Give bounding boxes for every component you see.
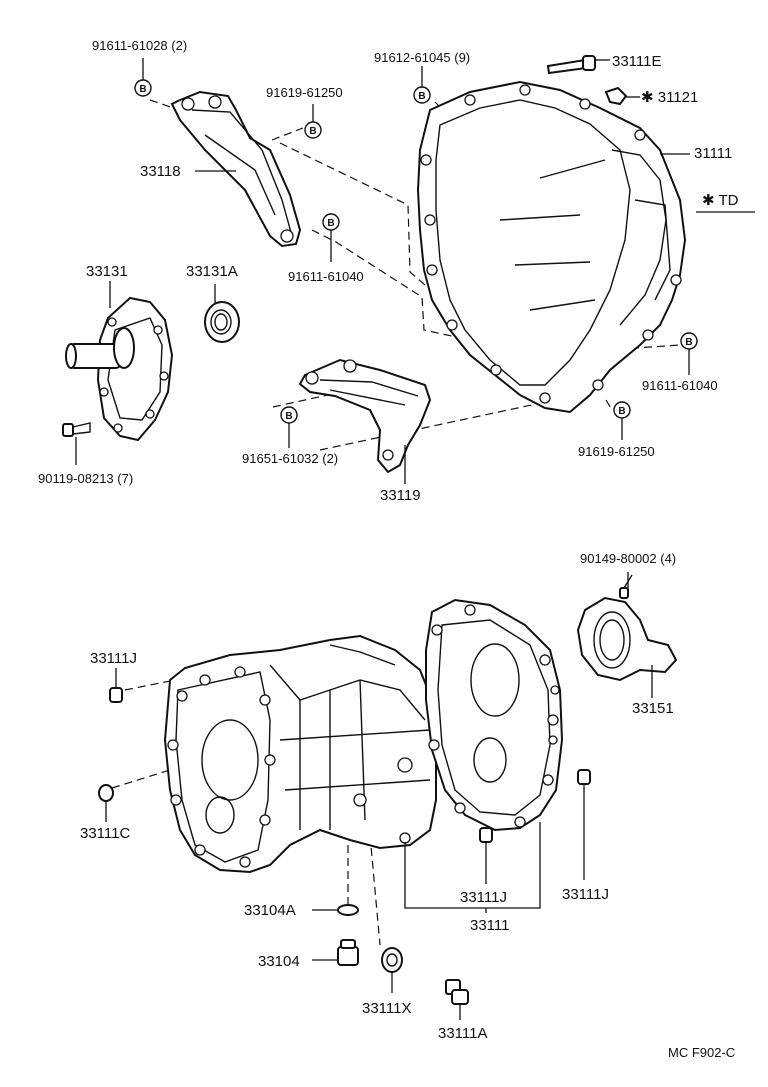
svg-text:B: B <box>418 91 425 102</box>
svg-text:B: B <box>139 84 146 95</box>
label-91651-61032: 91651-61032 (2) <box>242 451 338 466</box>
leader-lines-top <box>109 58 755 484</box>
svg-text:B: B <box>618 406 625 417</box>
bracket-33119 <box>298 358 432 474</box>
label-td: ✱ TD <box>702 192 739 209</box>
washer-33104a <box>337 904 359 916</box>
pin-33111j-mid <box>479 827 493 843</box>
cover-33131 <box>65 296 174 442</box>
label-33131: 33131 <box>86 263 128 280</box>
label-91611-61028: 91611-61028 (2) <box>92 38 187 53</box>
label-33104: 33104 <box>258 953 300 970</box>
bolt-symbol-91611-61040-top: B <box>322 213 340 231</box>
svg-text:B: B <box>685 337 692 348</box>
label-33118: 33118 <box>140 163 181 180</box>
pin-33111j-left <box>109 687 123 703</box>
bolt-symbol-91619-61250-bottom: B <box>613 401 631 419</box>
label-33119: 33119 <box>380 487 421 504</box>
label-33111x: 33111X <box>362 1000 412 1017</box>
screw-90149 <box>619 574 633 599</box>
bolt-90119 <box>62 422 91 437</box>
label-91611-61040-right: 91611-61040 <box>642 378 718 393</box>
switch-33111a <box>445 979 469 1005</box>
pin-33111j-right <box>577 769 591 785</box>
label-33131a: 33131A <box>186 263 238 280</box>
footer-code: MC F902-C <box>668 1045 735 1060</box>
label-90119-08213: 90119-08213 (7) <box>38 471 133 486</box>
label-91611-61040-top: 91611-61040 <box>288 269 364 284</box>
plug-33111c <box>98 784 114 802</box>
bracket-33118 <box>170 90 302 248</box>
label-33111j-right: 33111J <box>562 886 609 903</box>
plug-33104 <box>337 939 359 966</box>
bell-housing-31111 <box>416 80 687 414</box>
label-91619-61250-bottom: 91619-61250 <box>578 444 655 459</box>
leader-lines-bottom <box>105 572 653 1020</box>
label-33111: 33111 <box>470 917 510 934</box>
label-91612-61045: 91612-61045 (9) <box>374 50 470 65</box>
label-33111a: 33111A <box>438 1025 488 1042</box>
gasket-33111x <box>381 947 403 973</box>
retainer-33151 <box>576 596 678 682</box>
label-33111c: 33111C <box>80 825 130 842</box>
bolt-symbol-91619-61250-top: B <box>304 121 322 139</box>
intermediate-plate <box>425 598 564 832</box>
bolt-symbol-91611-61040-right: B <box>680 332 698 350</box>
label-33111j-mid: 33111J <box>460 889 507 906</box>
bolt-symbol-91651-61032: B <box>280 406 298 424</box>
bolt-symbol-91611-61028: B <box>134 79 152 97</box>
clip-31121 <box>604 86 628 106</box>
label-33111j-left: 33111J <box>90 650 137 667</box>
oil-seal-33131a <box>204 301 240 343</box>
label-31111: 31111 <box>694 145 732 162</box>
label-33151: 33151 <box>632 700 674 717</box>
svg-text:B: B <box>327 218 334 229</box>
transmission-case-33111 <box>163 634 437 874</box>
svg-text:B: B <box>309 126 316 137</box>
part-labels: 91611-61028 (2) 91619-61250 33118 91611-… <box>38 38 739 1060</box>
label-31121: ✱ 31121 <box>641 89 698 106</box>
svg-text:B: B <box>285 411 292 422</box>
label-33111e: 33111E <box>612 53 662 70</box>
label-33104a: 33104A <box>244 902 296 919</box>
bolt-33111e <box>546 55 596 75</box>
bolt-symbol-91612-61045: B <box>413 86 431 104</box>
label-91619-61250-top: 91619-61250 <box>266 85 343 100</box>
label-90149-80002: 90149-80002 (4) <box>580 551 676 566</box>
